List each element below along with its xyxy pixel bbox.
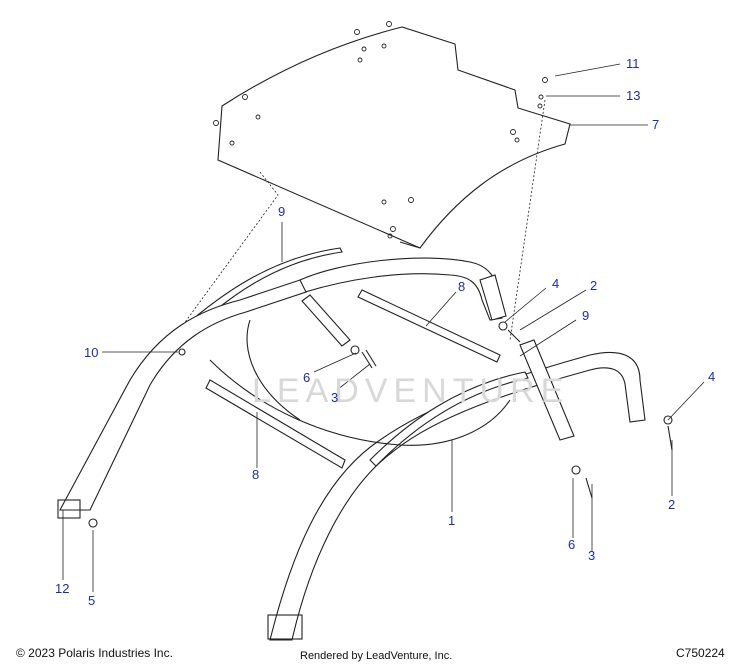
callout-2-mid[interactable]: 2 bbox=[590, 278, 598, 293]
side-bar-top bbox=[357, 289, 501, 363]
callout-1[interactable]: 1 bbox=[448, 513, 456, 528]
seal-strip-right bbox=[369, 371, 529, 467]
callout-5[interactable]: 5 bbox=[88, 593, 96, 608]
callout-6-mid[interactable]: 6 bbox=[303, 370, 311, 385]
callout-8-top[interactable]: 8 bbox=[458, 279, 466, 294]
callout-3-bottom[interactable]: 3 bbox=[588, 548, 596, 563]
callout-11[interactable]: 11 bbox=[626, 56, 640, 71]
copyright-text: © 2023 Polaris Industries Inc. bbox=[16, 646, 173, 660]
diagram-code: C750224 bbox=[676, 646, 725, 660]
rendered-by-text: Rendered by LeadVenture, Inc. bbox=[300, 650, 453, 662]
roof-panel bbox=[217, 26, 571, 249]
watermark: LEADVENTURE bbox=[252, 372, 570, 410]
callout-9-left[interactable]: 9 bbox=[278, 204, 286, 219]
callout-2-right[interactable]: 2 bbox=[668, 497, 676, 512]
side-bar-bottom bbox=[205, 379, 346, 469]
callout-4-mid[interactable]: 4 bbox=[552, 276, 560, 291]
callout-3-mid[interactable]: 3 bbox=[331, 390, 339, 405]
callout-12[interactable]: 12 bbox=[55, 581, 70, 596]
callout-8-bottom[interactable]: 8 bbox=[252, 467, 260, 482]
callout-13[interactable]: 13 bbox=[626, 88, 641, 103]
callout-6-bottom[interactable]: 6 bbox=[568, 537, 576, 552]
callout-4-right[interactable]: 4 bbox=[708, 369, 716, 384]
callout-9-right[interactable]: 9 bbox=[582, 308, 590, 323]
callout-10[interactable]: 10 bbox=[84, 345, 99, 360]
callout-7[interactable]: 7 bbox=[652, 117, 660, 132]
